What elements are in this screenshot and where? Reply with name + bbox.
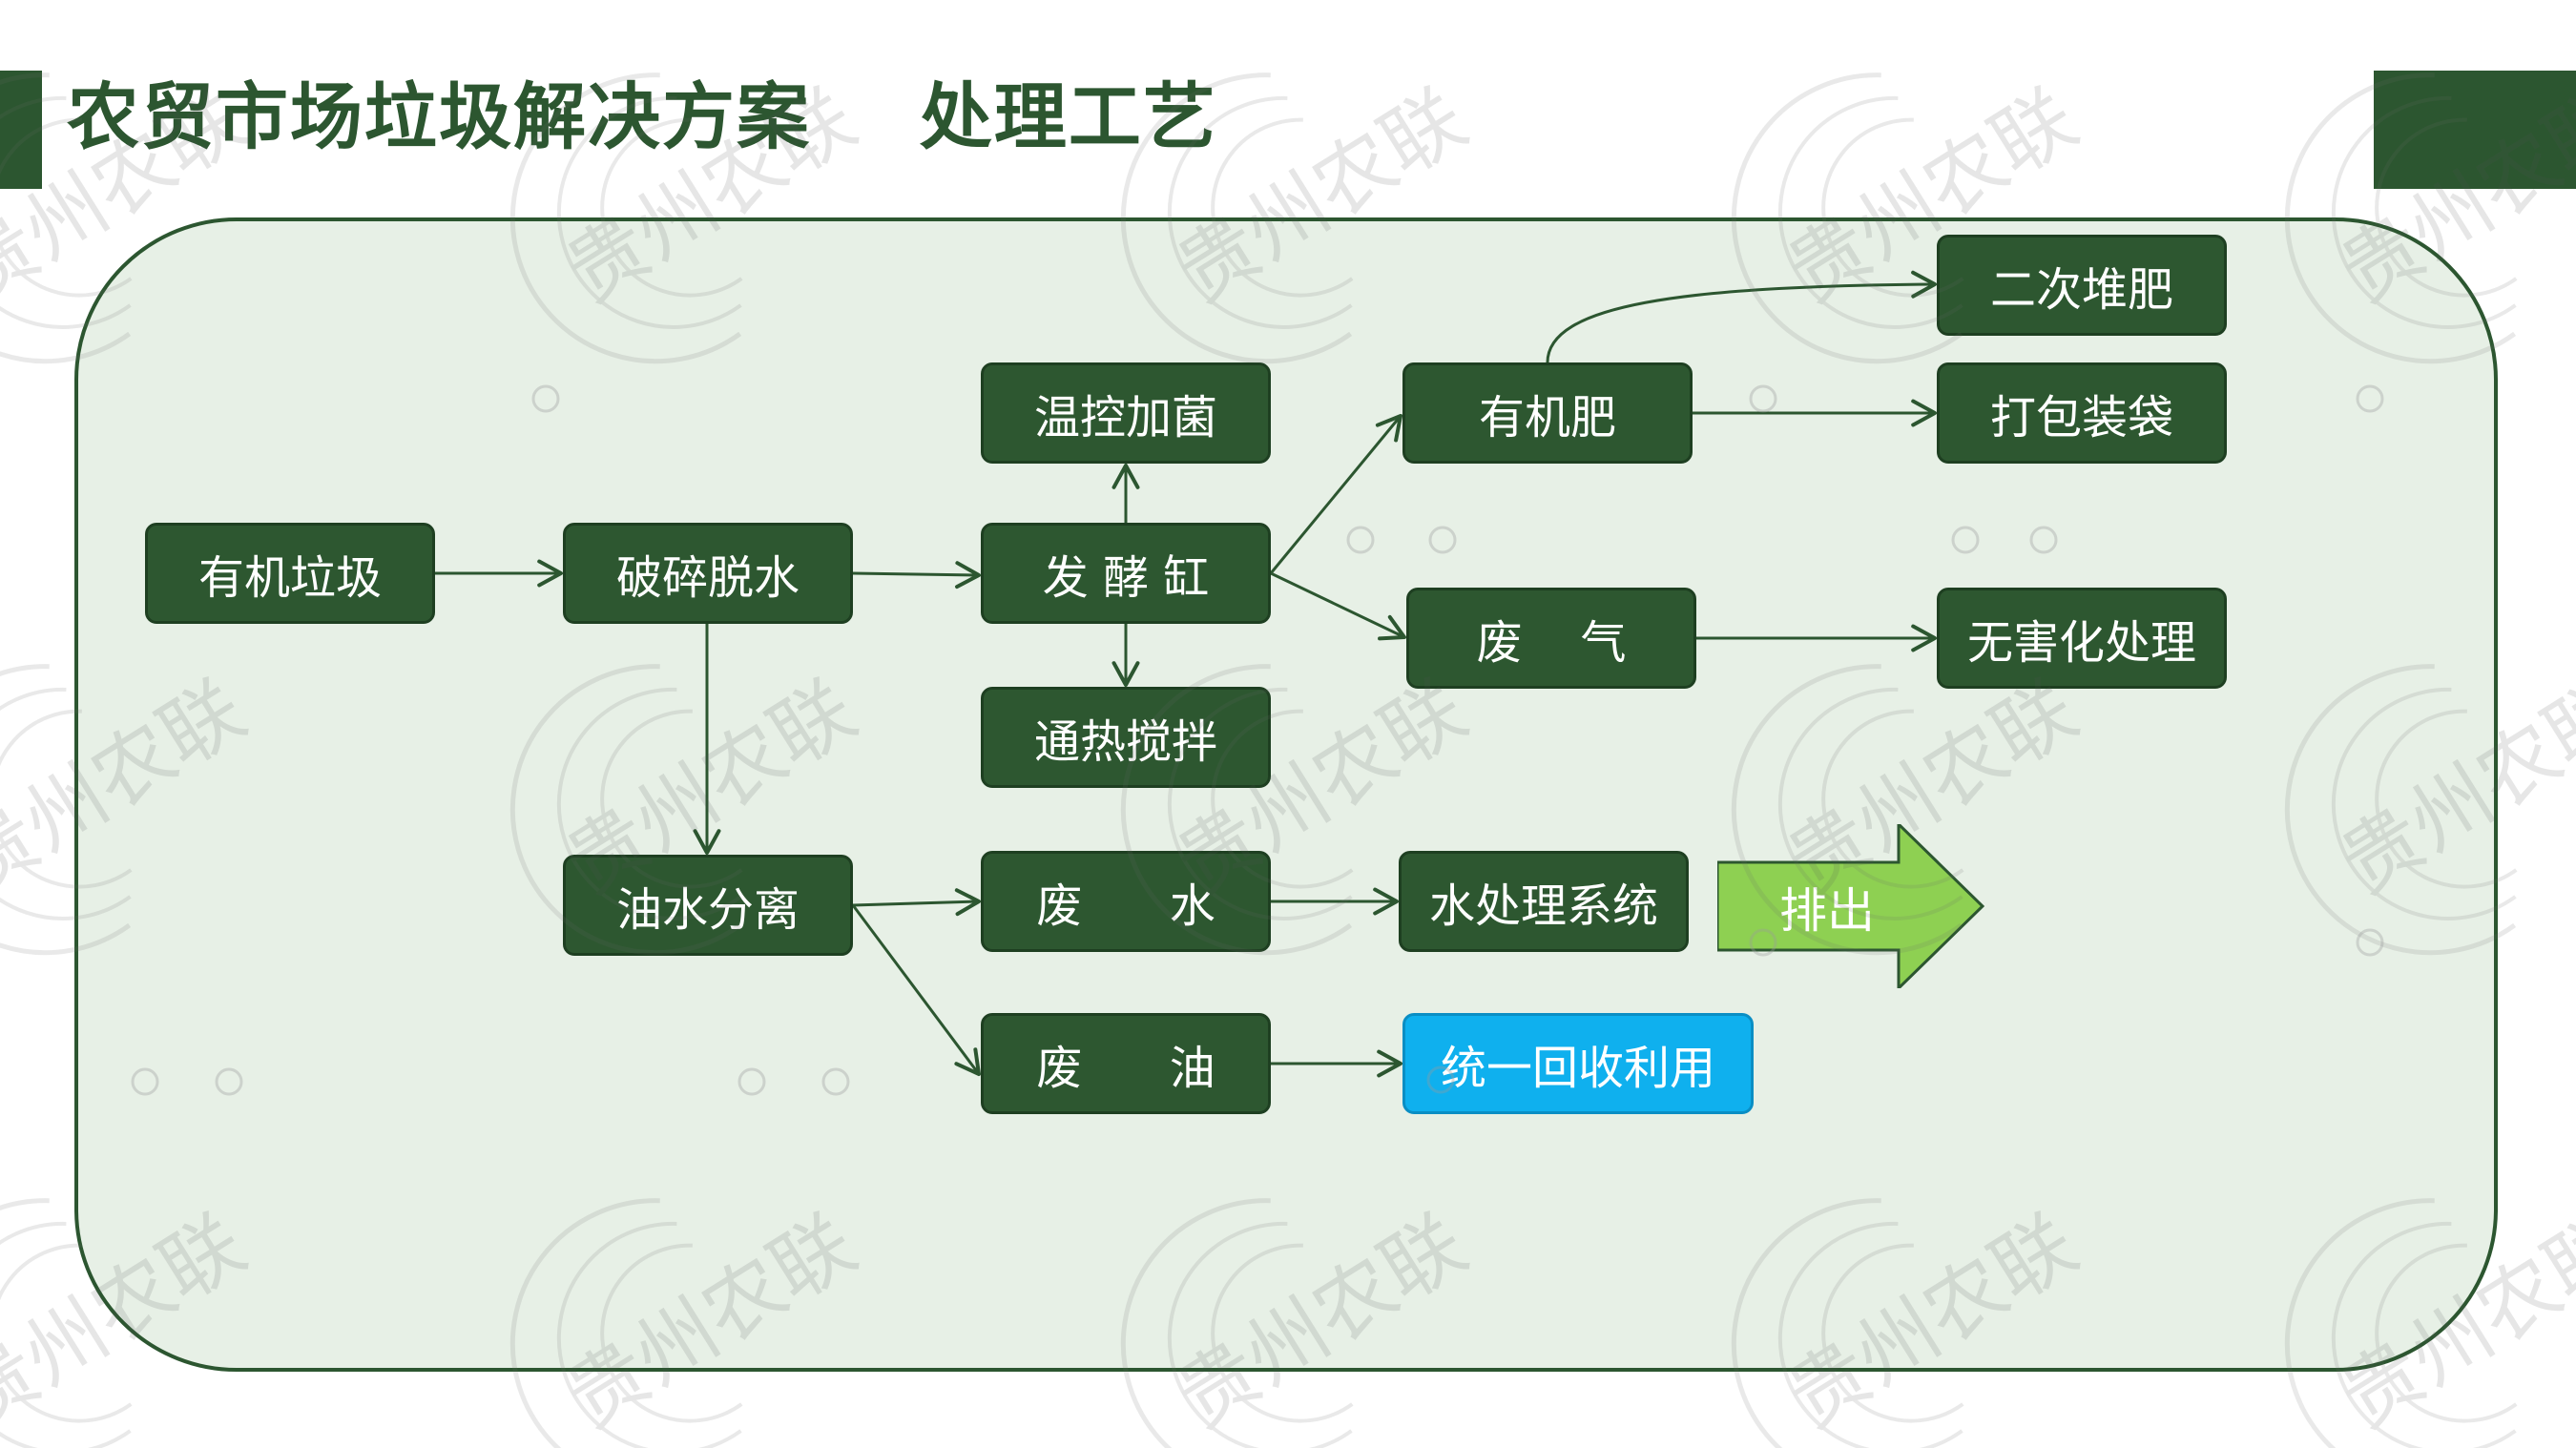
node-water-treatment-system: 水处理系统 <box>1399 851 1689 952</box>
edge-fertilizer-to-pack-head <box>1911 399 1937 427</box>
edge-ferment-to-fertilizer-head <box>1375 414 1402 443</box>
node-organic-fertilizer: 有机肥 <box>1402 362 1693 464</box>
node-oil-water-separation: 油水分离 <box>563 855 853 956</box>
discharge-arrow <box>1717 824 1984 988</box>
node-secondary-compost: 二次堆肥 <box>1937 235 2227 336</box>
edge-wasteoil-to-recycle-head <box>1377 1049 1402 1078</box>
edge-oilwater-to-wastewater-head <box>954 888 981 917</box>
header-right-accent <box>2374 71 2576 189</box>
edge-fertilizer-to-compost-head <box>1911 270 1937 299</box>
node-waste-oil: 废 油 <box>981 1013 1271 1114</box>
node-pack-bag: 打包装袋 <box>1937 362 2227 464</box>
edge-oilwater-to-wasteoil-head <box>954 1047 981 1076</box>
node-waste-gas: 废 气 <box>1406 588 1696 689</box>
edge-ferment-to-fertilizer <box>1269 415 1402 574</box>
edge-fertilizer-to-compost <box>1546 282 1936 363</box>
node-harmless-treatment: 无害化处理 <box>1937 588 2227 689</box>
edge-crush-to-ferment-head <box>955 561 981 590</box>
discharge-label: 排出 <box>1779 883 1875 939</box>
header-left-accent <box>0 71 42 189</box>
edge-ferment-to-inoculate-head <box>1111 464 1140 489</box>
edge-wastewater-to-watersystem-head <box>1373 887 1399 916</box>
edge-ferment-to-gas-head <box>1378 614 1406 641</box>
edge-crush-to-oilwater-head <box>693 829 721 855</box>
node-ferment-tank: 发 酵 缸 <box>981 523 1271 624</box>
edge-waste-to-crush-head <box>537 559 563 588</box>
edge-crush-to-ferment <box>852 571 980 577</box>
edge-oilwater-to-wastewater <box>852 900 980 907</box>
edge-oilwater-to-wasteoil <box>851 904 981 1075</box>
edge-gas-to-harmless-head <box>1911 624 1937 652</box>
node-heat-stir: 通热搅拌 <box>981 687 1271 788</box>
edge-ferment-to-gas <box>1270 571 1405 639</box>
node-waste-water: 废 水 <box>981 851 1271 952</box>
edge-ferment-to-stir-head <box>1111 661 1140 687</box>
node-recycle: 统一回收利用 <box>1402 1013 1754 1114</box>
node-temp-inoculate: 温控加菌 <box>981 362 1271 464</box>
page-title: 农贸市场垃圾解决方案 处理工艺 <box>67 74 1217 159</box>
node-organic-waste: 有机垃圾 <box>145 523 435 624</box>
node-crush-dewater: 破碎脱水 <box>563 523 853 624</box>
